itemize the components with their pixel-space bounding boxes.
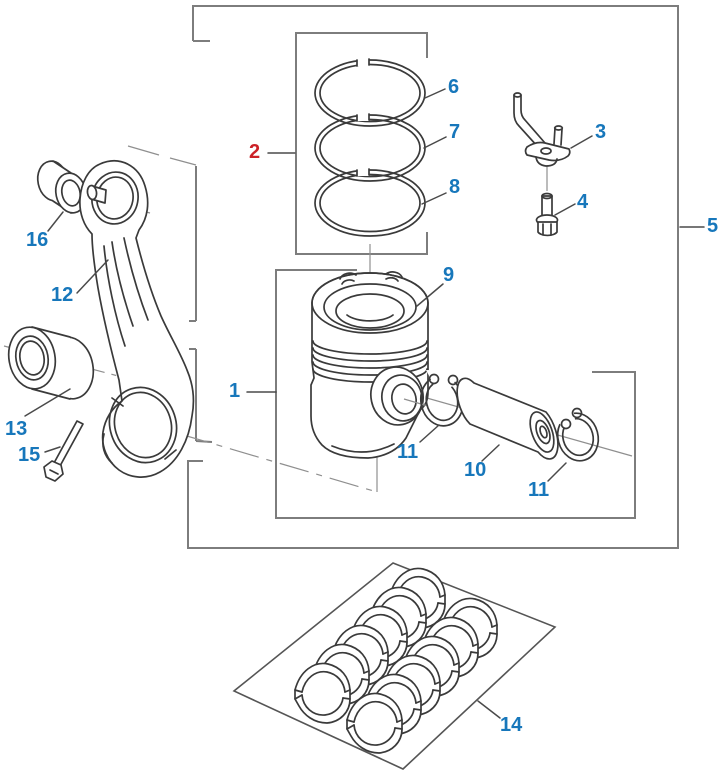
callout-8: 8 bbox=[449, 176, 461, 198]
rod-sleeve-bushing bbox=[7, 326, 95, 400]
callout-3: 3 bbox=[595, 121, 607, 143]
callout-16: 16 bbox=[26, 229, 49, 251]
piston-assembly-box bbox=[275, 269, 636, 519]
connecting-rod bbox=[79, 159, 195, 478]
bearing-shell-set bbox=[294, 567, 498, 754]
callout-10: 10 bbox=[464, 459, 487, 481]
callout-9: 9 bbox=[443, 264, 455, 286]
piston-ring-top bbox=[314, 58, 426, 127]
callout-15: 15 bbox=[18, 444, 41, 466]
callout-13: 13 bbox=[5, 418, 28, 440]
rod-bolt bbox=[43, 420, 84, 482]
piston-rings-box bbox=[295, 32, 428, 255]
pin-bushing bbox=[36, 160, 88, 214]
callout-2: 2 bbox=[249, 141, 261, 163]
piston-pin bbox=[456, 377, 559, 460]
callout-11-left: 11 bbox=[397, 441, 419, 463]
oil-nozzle bbox=[513, 92, 571, 167]
callout-11-right: 11 bbox=[528, 479, 550, 501]
callout-7: 7 bbox=[449, 121, 461, 143]
callout-4: 4 bbox=[577, 191, 589, 213]
callout-14: 14 bbox=[500, 714, 523, 736]
outer-frame-box bbox=[187, 5, 679, 549]
callout-5: 5 bbox=[707, 215, 719, 237]
bearing-plate bbox=[232, 562, 557, 770]
snap-ring-right bbox=[554, 402, 600, 462]
piston bbox=[310, 271, 429, 459]
callout-12: 12 bbox=[51, 284, 74, 306]
callout-1: 1 bbox=[229, 380, 241, 402]
callout-6: 6 bbox=[448, 76, 460, 98]
nozzle-mounting-bolt bbox=[535, 192, 559, 237]
leader-lines bbox=[24, 88, 705, 719]
piston-ring-bottom bbox=[314, 168, 426, 237]
